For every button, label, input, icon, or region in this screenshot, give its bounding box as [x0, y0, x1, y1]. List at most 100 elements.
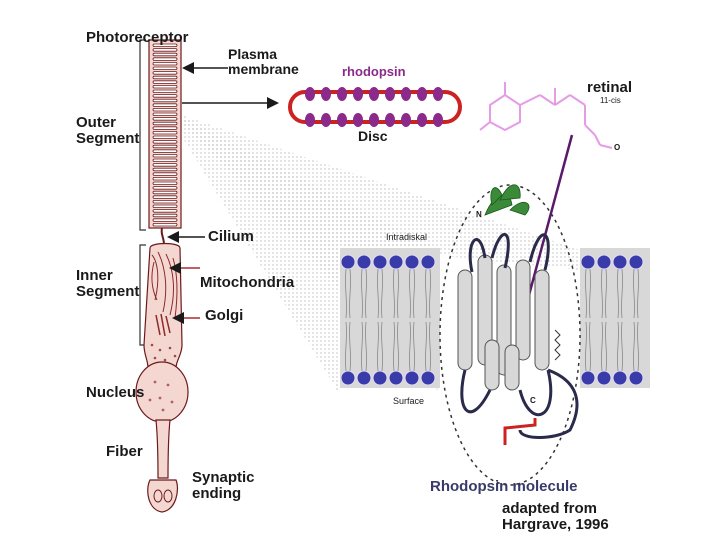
rhodopsin-molecule-label: Rhodopsin molecule	[430, 478, 578, 495]
lipid-head	[404, 254, 420, 270]
rhodopsin-unit	[417, 113, 427, 127]
lipid-head	[372, 254, 388, 270]
nucleus-label: Nucleus	[86, 384, 145, 401]
disc-line	[152, 52, 178, 57]
inner-segment-label: Inner Segment	[76, 267, 140, 300]
lipid-head	[596, 254, 612, 270]
outer-segment-label: Outer Segment	[76, 114, 140, 147]
plasma-membrane-label: Plasma membrane	[228, 46, 299, 77]
lipid-tail	[617, 321, 623, 372]
lipid-tail	[585, 321, 591, 372]
disc-inset	[288, 87, 462, 127]
disc-line	[152, 126, 178, 130]
lipid-tail	[617, 268, 623, 319]
disc-line	[152, 204, 178, 208]
disc-line	[152, 121, 178, 126]
rhodopsin-loops	[460, 233, 579, 439]
retinal-structure	[479, 82, 613, 149]
rhodopsin-unit	[369, 87, 379, 101]
disc-line	[152, 167, 178, 172]
disc-line	[152, 80, 178, 84]
disc-line	[152, 43, 178, 47]
rhodopsin-unit	[337, 113, 347, 127]
rhodopsin-units	[305, 87, 443, 127]
lipid-tail	[393, 268, 399, 319]
disc-label: Disc	[358, 128, 388, 144]
rhodopsin-unit	[353, 87, 363, 101]
outer-segment	[148, 39, 182, 229]
lipid-tail	[393, 321, 399, 372]
lipid-tail	[425, 321, 431, 372]
disc-line	[152, 71, 178, 75]
lipid-head	[388, 370, 404, 386]
disc-line	[152, 85, 178, 89]
disc-line	[152, 140, 178, 144]
disc-line	[152, 98, 178, 103]
lipid-head	[404, 370, 420, 386]
disc-line	[152, 199, 178, 204]
lipid-tail	[633, 321, 639, 372]
lipid-head	[420, 370, 436, 386]
disc-line	[152, 57, 178, 61]
lipid-tail	[585, 268, 591, 319]
lipid-tail	[361, 321, 367, 372]
lipid-head	[596, 370, 612, 386]
disc-line	[152, 94, 178, 98]
rhodopsin-unit	[385, 87, 395, 101]
oxygen-label: O	[614, 143, 621, 152]
molecule-outline	[439, 184, 581, 486]
rhodopsin-unit	[353, 113, 363, 127]
disc-line	[152, 195, 178, 199]
disc-stack	[152, 43, 178, 227]
disc-line	[152, 222, 178, 227]
disc-line	[152, 158, 178, 162]
disc-line	[152, 135, 178, 139]
disc-line	[152, 48, 178, 52]
lipid-head	[420, 254, 436, 270]
fiber	[155, 419, 171, 479]
disc-line	[152, 190, 178, 195]
membrane-left	[340, 248, 440, 388]
n-terminal	[484, 184, 530, 216]
label-arrows	[167, 62, 279, 324]
disc-line	[152, 213, 178, 218]
disc-line	[152, 117, 178, 121]
rhodopsin-unit	[433, 113, 443, 127]
eleven-cis-label: 11-cis	[600, 96, 621, 105]
rhodopsin-helices	[457, 254, 550, 391]
inner-segment	[143, 242, 183, 369]
rhodopsin-unit	[337, 87, 347, 101]
disc-line	[152, 172, 178, 176]
lipid-tail	[633, 268, 639, 319]
disc-line	[152, 144, 178, 149]
lipid-tail	[601, 268, 607, 319]
lipid-head	[612, 370, 628, 386]
disc-line	[152, 181, 178, 185]
disc-line	[152, 186, 178, 190]
lipid-tail	[601, 321, 607, 372]
rhodopsin-unit	[401, 113, 411, 127]
lipid-head	[356, 370, 372, 386]
disc-line	[152, 209, 178, 213]
lipid-head	[388, 254, 404, 270]
rhodopsin-unit	[321, 87, 331, 101]
rhodopsin-unit	[401, 87, 411, 101]
intradiskal-label: Intradiskal	[386, 232, 428, 242]
granules	[150, 343, 177, 362]
synaptic-ending-body	[147, 479, 179, 513]
cilium-label: Cilium	[208, 228, 254, 245]
disc-line	[152, 176, 178, 181]
segment-brackets	[139, 39, 146, 346]
surface-label: Surface	[393, 396, 425, 406]
disc-line	[152, 163, 178, 167]
disc-line	[152, 66, 178, 70]
retinal-label: retinal	[587, 79, 633, 96]
lipid-head	[340, 370, 356, 386]
rhodopsin-unit	[385, 113, 395, 127]
retinal-pointer	[523, 134, 574, 311]
c-terminus-label: C	[530, 396, 536, 405]
rhodopsin-unit	[417, 87, 427, 101]
membrane-right	[580, 248, 650, 388]
